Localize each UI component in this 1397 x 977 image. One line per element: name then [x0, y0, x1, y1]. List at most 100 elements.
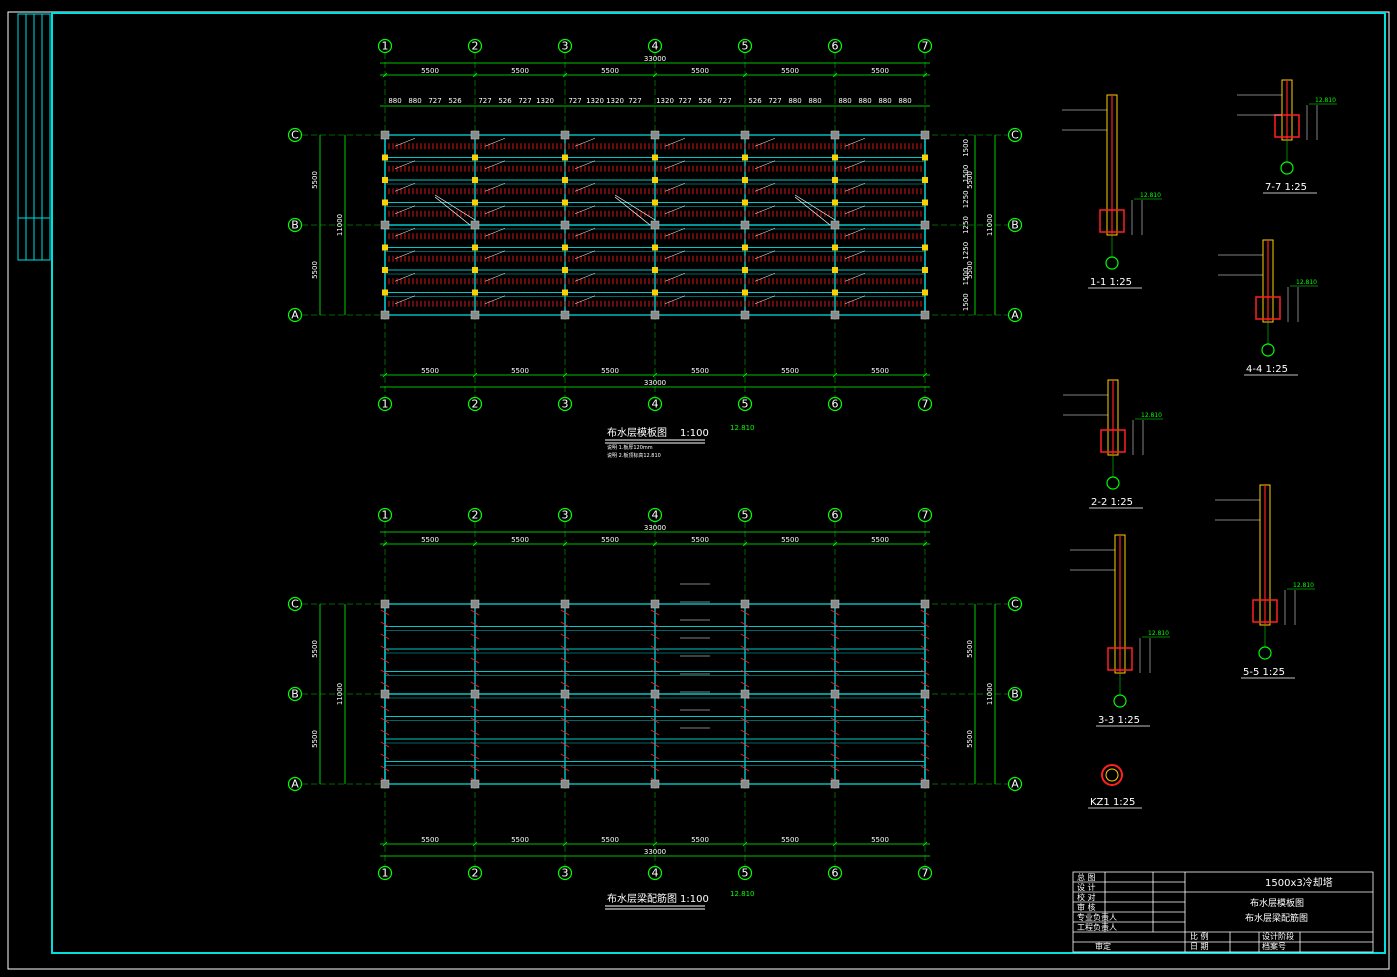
dim-sub-y: 1500	[962, 165, 970, 183]
column	[920, 130, 930, 140]
dim-sub: 526	[748, 97, 762, 105]
section-level: 12.810	[1148, 630, 1169, 637]
column	[560, 130, 570, 140]
column	[830, 310, 840, 320]
outer-frame	[7, 11, 1390, 970]
tb-scale: 比 例	[1190, 931, 1209, 941]
axis-label: 2	[472, 40, 479, 53]
tb-project: 1500x3冷却塔	[1265, 876, 1333, 889]
dim-bay: 5500	[511, 536, 529, 544]
dim-sub: 880	[838, 97, 851, 105]
column	[470, 220, 480, 230]
axis-bubble	[1007, 596, 1023, 612]
section-level: 12.810	[1293, 582, 1314, 589]
axis-bubble	[647, 38, 663, 54]
axis-label: 5	[742, 398, 749, 411]
axis-bubble	[647, 396, 663, 412]
dim-half-y: 5500	[966, 730, 974, 748]
axis-bubble	[647, 507, 663, 523]
axis-bubble	[737, 396, 753, 412]
plan-top-note-2: 说明 2.板顶标高12.810	[607, 452, 661, 459]
dim-bay: 5500	[511, 67, 529, 75]
column	[470, 779, 480, 789]
column	[920, 599, 930, 609]
dim-half-y: 5500	[966, 640, 974, 658]
column	[560, 310, 570, 320]
plan-top-title-text: 布水层模板图	[607, 426, 667, 439]
plan-top-level: 12.810	[730, 424, 755, 432]
tb-date: 日 期	[1190, 942, 1209, 951]
axis-label: 2	[472, 867, 479, 880]
column	[830, 689, 840, 699]
dim-sub: 880	[408, 97, 421, 105]
axis-label: 7	[922, 867, 929, 880]
column	[470, 130, 480, 140]
axis-label: 7	[922, 398, 929, 411]
section-label: 1-1 1:25	[1090, 277, 1132, 288]
axis-bubble	[377, 396, 393, 412]
axis-bubble	[737, 865, 753, 881]
column	[650, 779, 660, 789]
axis-label: C	[291, 129, 299, 142]
dim-sub: 727	[428, 97, 441, 105]
column	[650, 310, 660, 320]
dim-sub: 727	[518, 97, 531, 105]
dim-sub: 880	[388, 97, 401, 105]
dim-total-y: 11000	[336, 214, 344, 236]
column	[650, 220, 660, 230]
axis-label: 1	[382, 867, 389, 880]
dim-total-y: 11000	[986, 683, 994, 705]
axis-label: 3	[562, 867, 569, 880]
axis-bubble	[737, 507, 753, 523]
section-label: 4-4 1:25	[1246, 364, 1288, 375]
column	[560, 689, 570, 699]
dim-bay: 5500	[421, 367, 439, 375]
column	[380, 130, 390, 140]
tb-row-5: 专业负责人	[1077, 912, 1117, 922]
axis-bubble	[287, 686, 303, 702]
axis-label: B	[291, 688, 299, 701]
axis-bubble	[1007, 776, 1023, 792]
axis-label: 3	[562, 398, 569, 411]
axis-label: 4	[652, 398, 659, 411]
column	[650, 130, 660, 140]
dim-sub: 1320	[586, 97, 604, 105]
tb-row-4: 审 核	[1077, 902, 1096, 912]
column	[740, 220, 750, 230]
axis-bubble	[917, 396, 933, 412]
axis-bubble	[737, 38, 753, 54]
tb-row-3: 校 对	[1077, 892, 1096, 902]
column	[380, 779, 390, 789]
axis-label: 6	[832, 867, 839, 880]
axis-bubble	[467, 396, 483, 412]
axis-bubble	[287, 307, 303, 323]
axis-bubble	[917, 38, 933, 54]
plan-bottom-level: 12.810	[730, 890, 755, 898]
dim-sub-y: 1250	[962, 216, 970, 234]
axis-label: 6	[832, 398, 839, 411]
column	[740, 130, 750, 140]
axis-label: 4	[652, 867, 659, 880]
axis-label: C	[1011, 129, 1019, 142]
column	[380, 310, 390, 320]
axis-label: 2	[472, 509, 479, 522]
column	[920, 310, 930, 320]
axis-label: A	[291, 778, 299, 791]
column	[830, 599, 840, 609]
axis-bubble	[917, 507, 933, 523]
dim-bay: 5500	[421, 536, 439, 544]
axis-label: A	[1011, 309, 1019, 322]
dim-sub: 727	[718, 97, 731, 105]
axis-bubble	[287, 217, 303, 233]
axis-bubble	[287, 596, 303, 612]
axis-label: 4	[652, 509, 659, 522]
axis-label: 6	[832, 40, 839, 53]
axis-bubble	[1007, 217, 1023, 233]
section-level: 12.810	[1141, 412, 1162, 419]
axis-label: 1	[382, 509, 389, 522]
axis-label: B	[291, 219, 299, 232]
dim-half-y: 5500	[966, 171, 974, 189]
